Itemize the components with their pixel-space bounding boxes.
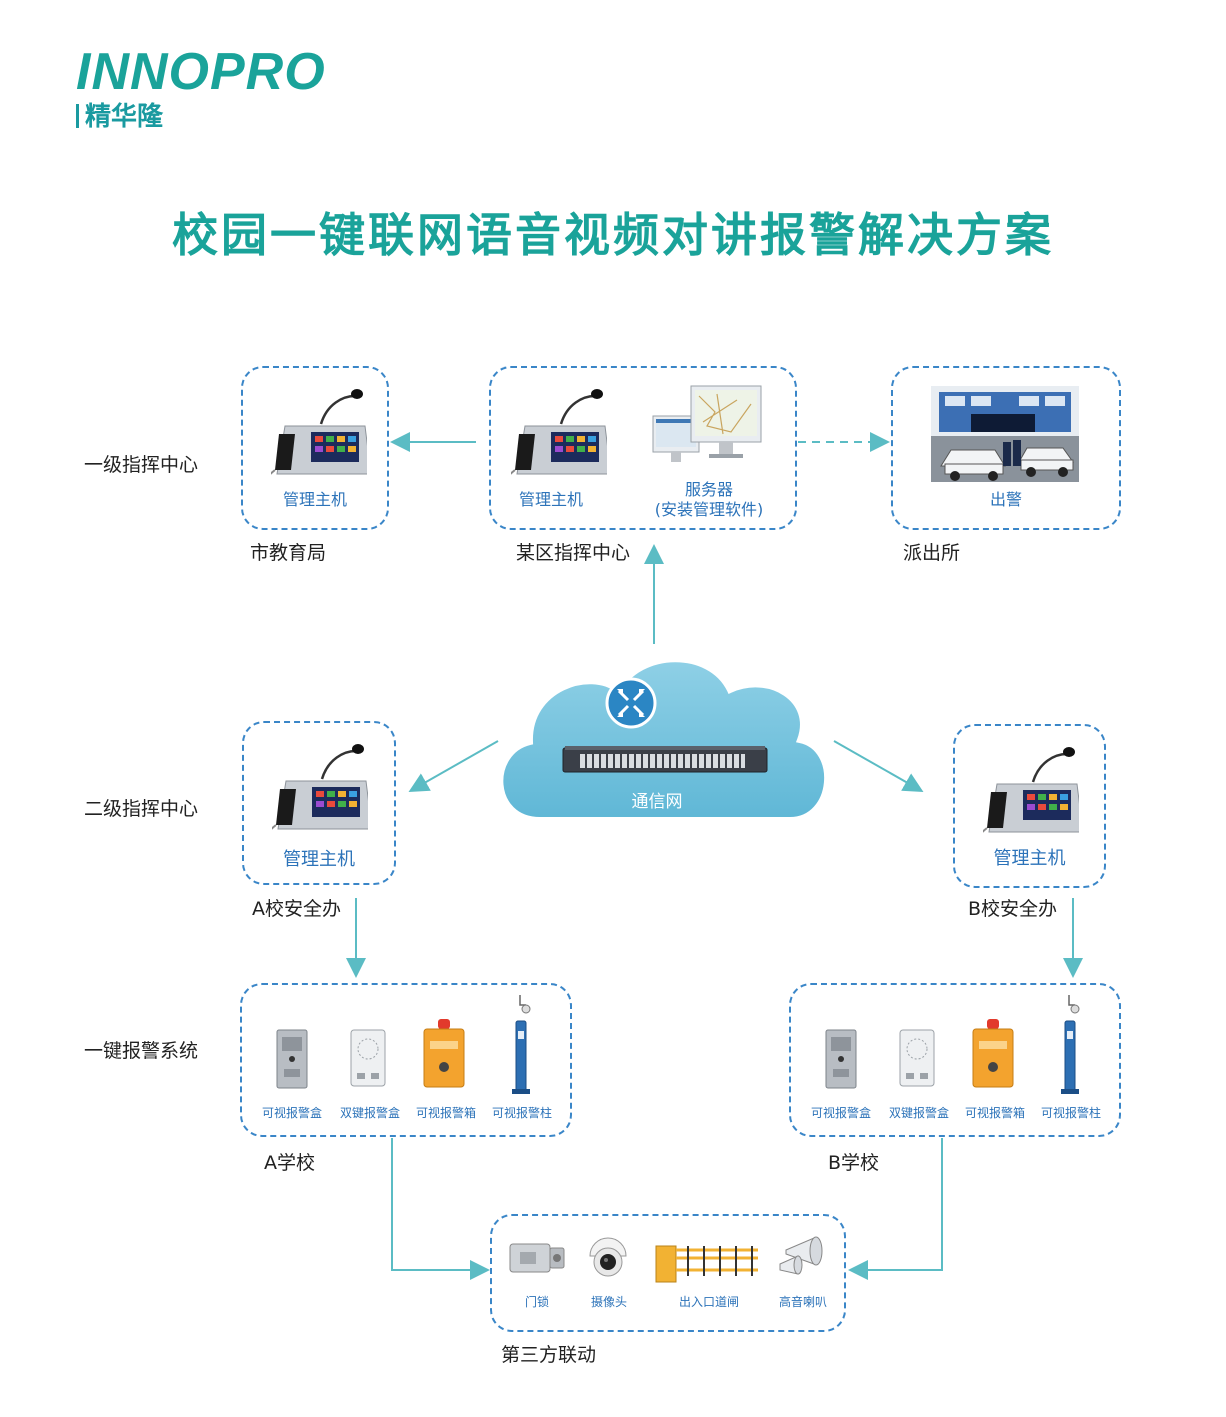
arrow-a-school-to-third-party [391,1138,490,1280]
box-school-b: 可视报警盒 双键报警盒 可视报警箱 可视报警柱 [789,983,1121,1137]
label-level1: 一级指挥中心 [84,454,199,476]
visual-alarm-box-icon [825,1029,857,1093]
device-label: 摄像头 [590,1295,627,1309]
management-host-icon [970,740,1084,844]
box-district-center: 管理主机 服务器 (安装管理软件) [489,366,797,530]
device-label: 可视报警柱 [1040,1106,1101,1120]
label-level2: 二级指挥中心 [84,798,199,820]
router-icon [605,677,657,729]
management-host-icon [498,382,612,486]
dual-key-alarm-box-icon [899,1029,935,1091]
box-school-b-office: 管理主机 [953,724,1106,888]
node-name-school-a: A学校 [264,1152,315,1174]
node-name-city-bureau: 市教育局 [250,542,327,564]
device-label: 出入口道闸 [678,1295,739,1309]
visual-alarm-box-icon [276,1029,308,1093]
box-city-bureau: 管理主机 [241,366,389,530]
node-name-school-b: B学校 [828,1152,880,1174]
device-label: 双键报警盒 [339,1106,400,1120]
management-host-icon [259,737,373,841]
device-label: 管理主机 [282,490,347,509]
logo-innopro: INNOPRO [76,43,326,101]
device-label: 门锁 [524,1295,549,1309]
loudspeaker-icon [776,1234,832,1284]
device-label: 高音喇叭 [778,1295,827,1309]
dual-key-alarm-box-icon [350,1029,386,1091]
visual-alarm-cabinet-icon [422,1019,466,1093]
door-lock-icon [508,1238,566,1282]
visual-alarm-cabinet-icon [971,1019,1015,1093]
switch-ports [580,754,745,768]
label-alarm-system: 一键报警系统 [84,1040,199,1062]
box-school-a-office: 管理主机 [242,721,396,885]
device-label: 可视报警箱 [415,1106,476,1120]
device-label: 管理主机 [993,848,1066,869]
box-third-party: 门锁 摄像头 出入口道闸 高音喇叭 [490,1214,846,1332]
device-label: 管理主机 [283,849,355,870]
server-label: 服务器 [684,480,733,499]
node-name-third-party: 第三方联动 [501,1344,597,1366]
logo-cn-text: 精华隆 [85,102,164,132]
device-label: 可视报警盒 [810,1106,871,1120]
arrow-b-school-to-third-party [848,1138,943,1280]
device-label: 可视报警柱 [491,1106,552,1120]
visual-alarm-pillar-icon [508,995,534,1099]
node-name-school-a-office: A校安全办 [252,898,341,920]
device-label: 可视报警箱 [964,1106,1025,1120]
management-host-icon [258,382,372,486]
device-label: 可视报警盒 [261,1106,322,1120]
logo-bar [76,104,79,128]
camera-icon [586,1234,630,1282]
arrow-network-to-a-office [408,740,499,792]
barrier-gate-icon [654,1236,762,1290]
node-name-police-station: 派出所 [903,542,961,564]
box-school-a: 可视报警盒 双键报警盒 可视报警箱 可视报警柱 [240,983,572,1137]
device-label: 管理主机 [518,490,583,509]
node-name-school-b-office: B校安全办 [968,898,1058,920]
logo-chinese: 精华隆 [76,104,163,130]
server-note: (安装管理软件) [654,500,764,519]
server-monitors-icon [647,382,767,478]
network-label: 通信网 [631,792,683,812]
police-photo [931,386,1079,486]
visual-alarm-pillar-icon [1057,995,1083,1099]
photo-caption: 出警 [989,490,1022,509]
device-label: 双键报警盒 [888,1106,949,1120]
arrow-network-to-b-office [833,740,924,792]
node-name-district-center: 某区指挥中心 [516,542,631,564]
box-police-station: 出警 [891,366,1121,530]
page-title: 校园一键联网语音视频对讲报警解决方案 [172,208,1054,262]
